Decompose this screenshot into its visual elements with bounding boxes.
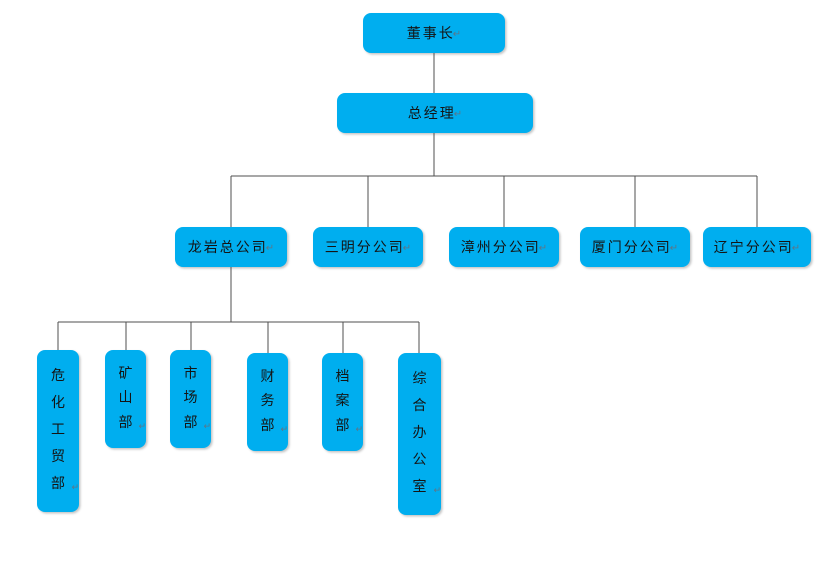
org-node-vertical-char: 部↵ (118, 415, 147, 432)
org-node-vertical-char: 室↵ (412, 480, 442, 496)
org-node-dept-general-office[interactable]: 综合办公室↵ (398, 353, 441, 515)
org-node-vertical-char: 部↵ (183, 415, 212, 432)
org-node-vertical-char: 部↵ (335, 418, 364, 435)
org-node-vertical-char: 公 (412, 453, 427, 468)
org-node-dept-archives[interactable]: 档案部↵ (322, 353, 363, 451)
org-node-general-manager-label: 总经理 (407, 107, 456, 122)
org-node-dept-marketing[interactable]: 市场部↵ (170, 350, 211, 448)
org-node-general-manager[interactable]: 总经理 ↵ (337, 93, 533, 133)
paragraph-mark-icon: ↵ (265, 242, 275, 254)
org-node-vertical-char: 工 (51, 423, 65, 438)
paragraph-mark-icon: ↵ (669, 242, 679, 254)
paragraph-mark-icon: ↵ (538, 242, 548, 254)
org-node-vertical-char: 综 (412, 372, 427, 387)
org-node-vertical-char: 部↵ (260, 418, 289, 435)
org-node-vertical-char: 市 (183, 366, 198, 382)
org-node-dept-hazchem-trade[interactable]: 危化工贸部↵ (37, 350, 79, 512)
org-node-vertical-char: 办 (412, 426, 427, 441)
org-node-branch-liaoning[interactable]: 辽宁分公司 ↵ (703, 227, 811, 267)
paragraph-mark-icon: ↵ (453, 108, 463, 120)
paragraph-mark-icon: ↵ (452, 28, 462, 40)
org-node-branch-xiamen-label: 厦门分公司 (591, 241, 672, 256)
org-node-branch-longyan-hq[interactable]: 龙岩总公司 ↵ (175, 227, 287, 267)
org-node-branch-zhangzhou-label: 漳州分公司 (460, 241, 541, 256)
org-node-vertical-char: 贸 (51, 450, 65, 465)
org-node-branch-liaoning-label: 辽宁分公司 (713, 241, 794, 256)
org-node-vertical-char: 危 (51, 369, 65, 384)
org-node-vertical-char: 档 (335, 369, 350, 385)
org-node-vertical-char: 案 (335, 394, 350, 409)
org-node-vertical-char: 财 (260, 369, 275, 385)
paragraph-mark-icon: ↵ (280, 424, 288, 435)
paragraph-mark-icon: ↵ (355, 424, 363, 435)
org-node-branch-sanming-label: 三明分公司 (324, 241, 405, 256)
org-node-dept-mining[interactable]: 矿山部↵ (105, 350, 146, 448)
org-node-vertical-char: 务 (260, 394, 275, 409)
org-node-vertical-char: 化 (51, 396, 65, 411)
paragraph-mark-icon: ↵ (402, 242, 412, 254)
paragraph-mark-icon: ↵ (791, 242, 801, 254)
org-node-vertical-char: 山 (118, 391, 133, 406)
org-node-branch-longyan-hq-label: 龙岩总公司 (187, 241, 268, 256)
paragraph-mark-icon: ↵ (433, 486, 441, 496)
paragraph-mark-icon: ↵ (138, 421, 146, 432)
org-node-vertical-char: 合 (412, 399, 427, 414)
org-node-branch-zhangzhou[interactable]: 漳州分公司 ↵ (449, 227, 559, 267)
paragraph-mark-icon: ↵ (203, 421, 211, 432)
org-node-chairman-label: 董事长 (406, 27, 455, 42)
org-node-vertical-char: 矿 (118, 366, 133, 382)
org-node-chairman[interactable]: 董事长 ↵ (363, 13, 505, 53)
org-node-vertical-char: 场 (183, 391, 198, 406)
org-node-dept-finance[interactable]: 财务部↵ (247, 353, 288, 451)
org-node-branch-xiamen[interactable]: 厦门分公司 ↵ (580, 227, 690, 267)
org-node-branch-sanming[interactable]: 三明分公司 ↵ (313, 227, 423, 267)
org-node-vertical-char: 部↵ (51, 477, 79, 493)
paragraph-mark-icon: ↵ (71, 483, 79, 493)
